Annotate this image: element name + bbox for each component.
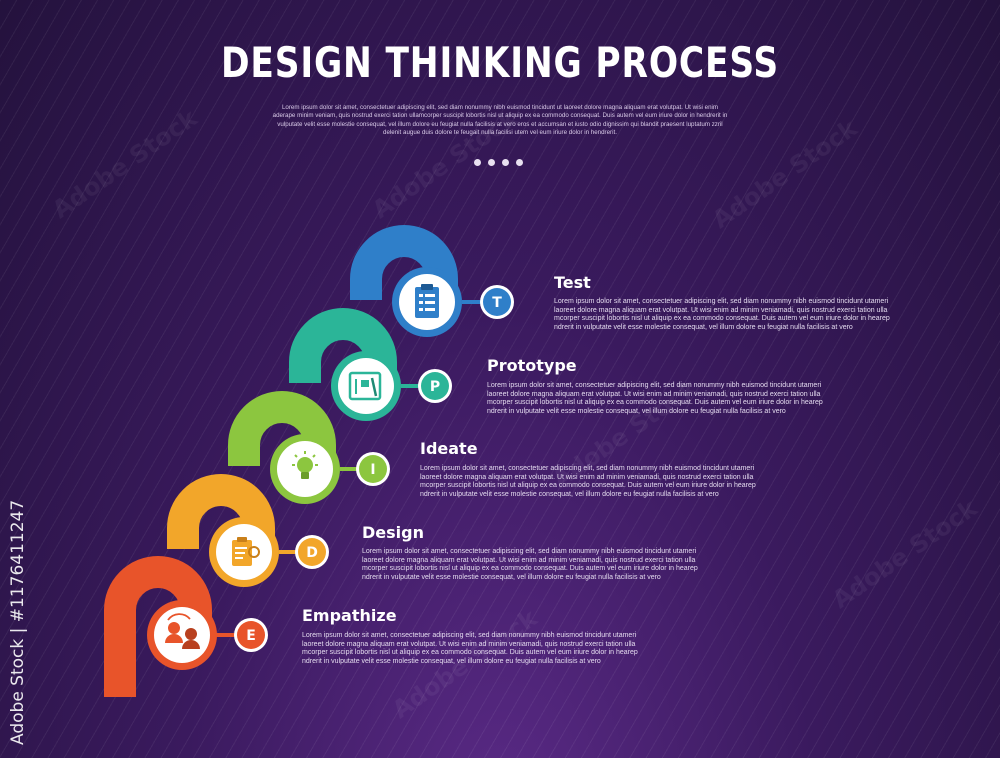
arch-empathize <box>104 556 212 697</box>
icon-circle-ideate <box>270 434 340 504</box>
step-desc-empathize: Lorem ipsum dolor sit amet, consectetuer… <box>302 632 638 665</box>
page-dot <box>502 159 509 166</box>
step-title-design: Design <box>362 523 424 542</box>
step-desc-prototype: Lorem ipsum dolor sit amet, consectetuer… <box>487 382 823 415</box>
icon-circle-design <box>209 517 279 587</box>
step-title-empathize: Empathize <box>302 606 397 625</box>
lightbulb-icon <box>292 451 318 479</box>
blueprint-icon <box>348 371 382 401</box>
letter-badge-test <box>480 285 514 319</box>
arch-design <box>167 474 275 549</box>
letter-badge-empathize <box>234 618 268 652</box>
arch-ideate <box>228 391 336 466</box>
step-desc-design: Lorem ipsum dolor sit amet, consectetuer… <box>362 548 698 581</box>
arch-prototype <box>289 308 397 383</box>
letter-badge-prototype <box>418 369 452 403</box>
stock-watermark: Adobe Stock | #1176411247 <box>8 499 28 745</box>
people-exchange-icon <box>165 613 200 649</box>
letter-design: D <box>306 545 318 561</box>
letter-badge-design <box>295 535 329 569</box>
step-desc-ideate: Lorem ipsum dolor sit amet, consectetuer… <box>420 465 756 498</box>
letter-test: T <box>492 295 502 311</box>
page-subtitle: Lorem ipsum dolor sit amet, consectetuer… <box>272 104 728 137</box>
icon-circle-prototype <box>331 351 401 421</box>
arch-test <box>350 225 458 300</box>
letter-badge-ideate <box>356 452 390 486</box>
icon-circle-test <box>392 267 462 337</box>
page-dot <box>516 159 523 166</box>
checklist-icon <box>415 284 439 318</box>
step-desc-test: Lorem ipsum dolor sit amet, consectetuer… <box>554 298 890 331</box>
page-dots <box>474 159 523 166</box>
step-title-prototype: Prototype <box>487 356 577 375</box>
step-title-test: Test <box>554 273 591 292</box>
clipboard-search-icon <box>232 537 260 566</box>
icon-circle-empathize <box>147 600 217 670</box>
page-title: DESIGN THINKING PROCESS <box>220 38 780 87</box>
letter-ideate: I <box>370 462 375 478</box>
page-dot <box>488 159 495 166</box>
step-title-ideate: Ideate <box>420 439 478 458</box>
page-dot <box>474 159 481 166</box>
letter-prototype: P <box>430 379 440 395</box>
letter-empathize: E <box>246 628 256 644</box>
